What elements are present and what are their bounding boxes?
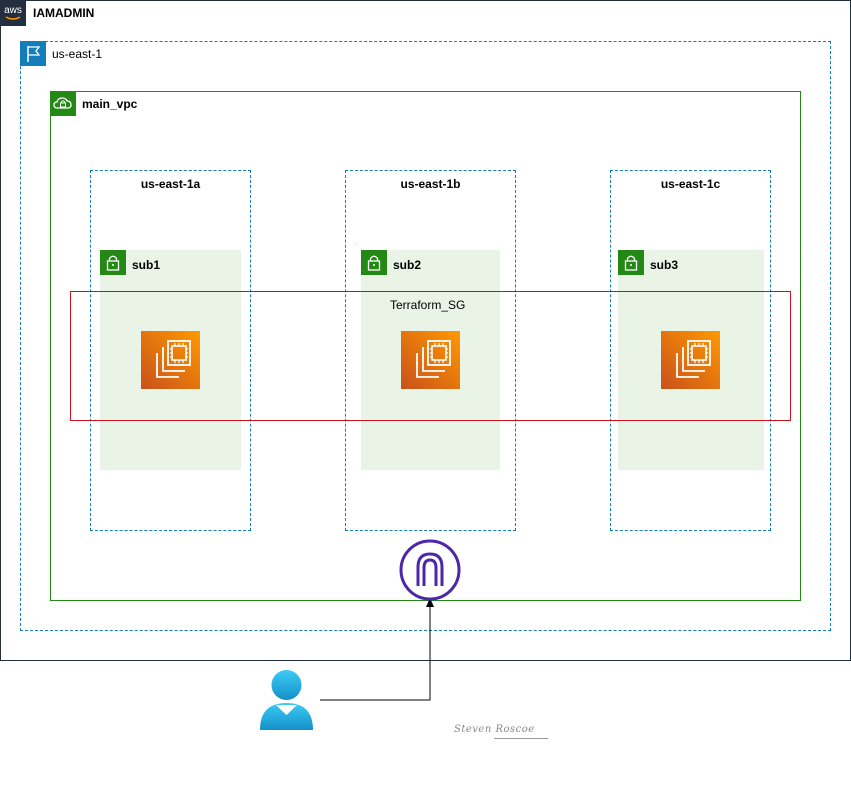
signature-text: Steven Roscoe: [454, 724, 535, 735]
vpc-cloud-lock-icon: [50, 91, 76, 116]
availability-zone-3: [610, 170, 771, 531]
ec2-instance-icon: [661, 331, 720, 389]
region-flag-icon: [20, 41, 46, 66]
internet-gateway-icon: [399, 539, 461, 601]
security-group-label: Terraform_SG: [390, 298, 466, 312]
subnet-1-label: sub1: [132, 258, 161, 272]
availability-zone-1-label: us-east-1a: [140, 177, 201, 191]
signature: Steven Roscoe: [450, 722, 550, 742]
availability-zone-1: [90, 170, 251, 531]
aws-cloud-icon: aws: [0, 0, 26, 26]
private-subnet-lock-icon: [100, 250, 126, 275]
availability-zone-3-label: us-east-1c: [660, 177, 721, 191]
security-group: [70, 291, 791, 421]
aws-logo-text: aws: [4, 5, 22, 16]
subnet-2-label: sub2: [393, 258, 422, 272]
subnet-3-label: sub3: [650, 258, 679, 272]
private-subnet-lock-icon: [361, 250, 387, 275]
user-icon: [258, 669, 315, 730]
account-label: IAMADMIN: [33, 6, 95, 20]
private-subnet-lock-icon: [618, 250, 644, 275]
ec2-instance-icon: [401, 331, 460, 389]
vpc-label: main_vpc: [82, 97, 138, 111]
availability-zone-2-label: us-east-1b: [400, 177, 461, 191]
availability-zone-2: [345, 170, 516, 531]
ec2-instance-icon: [141, 331, 200, 389]
vpc-group: [50, 91, 801, 601]
region-label: us-east-1: [52, 47, 103, 61]
